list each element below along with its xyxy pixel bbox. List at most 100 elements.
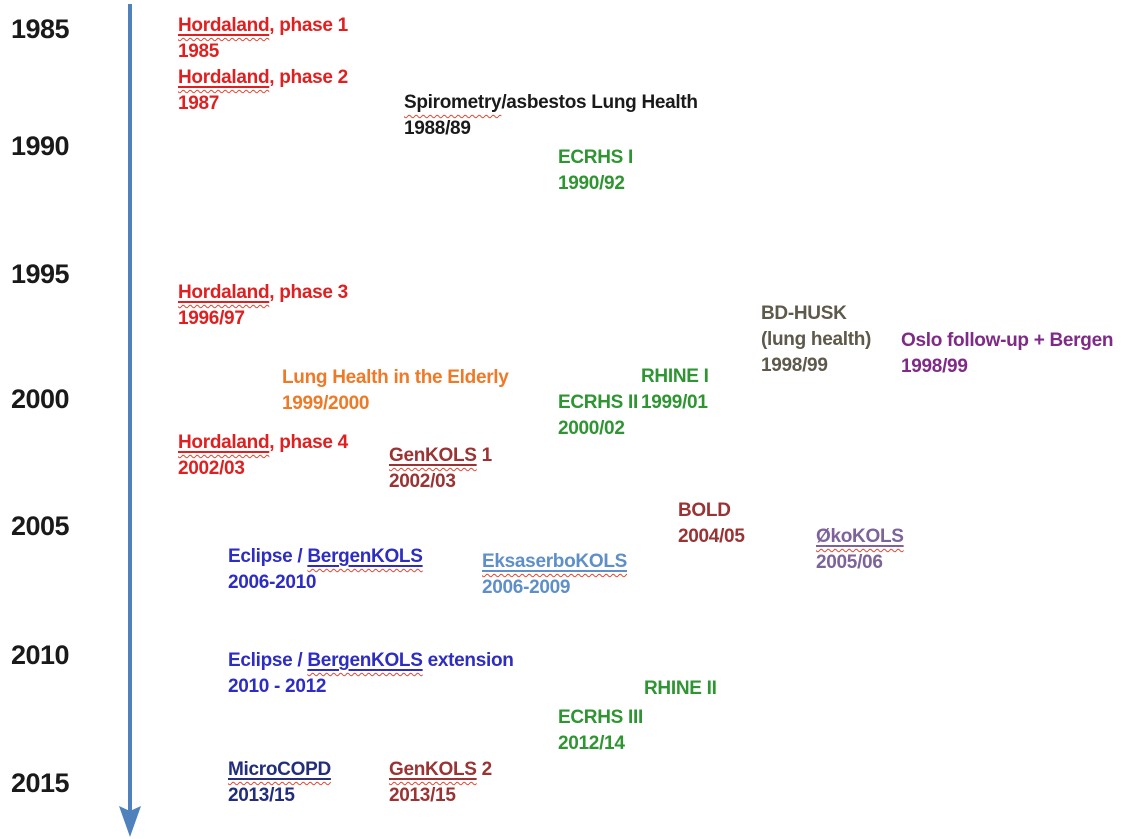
year-label-1990: 1990 bbox=[11, 131, 70, 161]
text-segment: RHINE II bbox=[644, 678, 717, 699]
study-line: Eclipse / BergenKOLS bbox=[228, 544, 423, 570]
study-line: MicroCOPD bbox=[228, 757, 331, 783]
study-line: 1996/97 bbox=[178, 306, 348, 332]
year-label-1995: 1995 bbox=[11, 259, 70, 289]
text-segment: BergenKOLS bbox=[307, 650, 423, 671]
misspelling-squiggle: BergenKOLS bbox=[307, 546, 423, 567]
year-label-2015: 2015 bbox=[11, 768, 70, 798]
study-line: RHINE II bbox=[644, 676, 717, 702]
text-segment: 2004/05 bbox=[678, 526, 745, 547]
text-segment: 1990/92 bbox=[558, 173, 625, 194]
text-segment: 2002/03 bbox=[178, 458, 245, 479]
text-segment: /asbestos Lung Health bbox=[501, 92, 698, 113]
text-segment: ECRHS III bbox=[558, 707, 643, 728]
study-line: 2012/14 bbox=[558, 731, 643, 757]
text-segment: ECRHS II bbox=[558, 392, 638, 413]
misspelling-squiggle: GenKOLS bbox=[389, 759, 477, 780]
study-line: BOLD bbox=[678, 498, 745, 524]
study-line: Lung Health in the Elderly bbox=[282, 365, 509, 391]
study-line: GenKOLS 1 bbox=[389, 443, 492, 469]
study-line: 2004/05 bbox=[678, 524, 745, 550]
text-segment: Hordaland bbox=[178, 15, 270, 36]
text-segment: Spirometry bbox=[404, 92, 502, 113]
text-segment: 1999/2000 bbox=[282, 393, 370, 414]
study-line: 2013/15 bbox=[228, 783, 331, 809]
study-line: 1999/2000 bbox=[282, 391, 509, 417]
text-segment: 2013/15 bbox=[389, 785, 456, 806]
text-segment: , phase 3 bbox=[269, 282, 348, 303]
text-segment: ØkoKOLS bbox=[816, 526, 904, 547]
study-eksaserbokols: EksaserboKOLS 2006-2009 bbox=[482, 549, 627, 601]
text-segment: 1998/99 bbox=[761, 355, 828, 376]
text-segment: , phase 1 bbox=[269, 15, 348, 36]
text-segment: 2006-2009 bbox=[482, 577, 571, 598]
study-line: ECRHS III bbox=[558, 705, 643, 731]
study-line: 1990/92 bbox=[558, 171, 633, 197]
study-ecrhs-ii: ECRHS II 2000/02 bbox=[558, 390, 638, 442]
text-segment: , phase 4 bbox=[269, 432, 348, 453]
study-line: Eclipse / BergenKOLS extension bbox=[228, 648, 514, 674]
text-segment: 2010 - 2012 bbox=[228, 676, 327, 697]
text-segment: 2 bbox=[476, 759, 493, 780]
study-microcopd: MicroCOPD 2013/15 bbox=[228, 757, 331, 809]
text-segment: , phase 2 bbox=[269, 67, 348, 88]
misspelling-squiggle: ØkoKOLS bbox=[816, 526, 904, 547]
misspelling-squiggle: Hordaland bbox=[178, 67, 270, 88]
text-segment: extension bbox=[422, 650, 514, 671]
study-line: Hordaland, phase 4 bbox=[178, 430, 348, 456]
study-line: 2000/02 bbox=[558, 416, 638, 442]
study-ecrhs-i: ECRHS I 1990/92 bbox=[558, 145, 633, 197]
misspelling-squiggle: BergenKOLS bbox=[307, 650, 423, 671]
study-line: 1988/89 bbox=[404, 116, 698, 142]
text-segment: 1996/97 bbox=[178, 308, 245, 329]
text-segment: RHINE I bbox=[641, 366, 709, 387]
year-label-2005: 2005 bbox=[11, 511, 70, 541]
misspelling-squiggle: EksaserboKOLS bbox=[482, 551, 627, 572]
text-segment: EksaserboKOLS bbox=[482, 551, 627, 572]
study-line: 2006-2009 bbox=[482, 575, 627, 601]
study-line: ECRHS II bbox=[558, 390, 638, 416]
text-segment: (lung health) bbox=[761, 329, 872, 350]
study-line: 1998/99 bbox=[761, 353, 871, 379]
study-rhine-ii: RHINE II bbox=[644, 676, 717, 702]
text-segment: ECRHS I bbox=[558, 147, 633, 168]
text-segment: 1 bbox=[476, 445, 493, 466]
study-line: 1985 bbox=[178, 39, 348, 65]
text-segment: 1985 bbox=[178, 41, 220, 62]
text-segment: Eclipse / bbox=[228, 546, 308, 567]
study-ecrhs-iii: ECRHS III 2012/14 bbox=[558, 705, 643, 757]
text-segment: BD-HUSK bbox=[761, 303, 847, 324]
text-segment: Hordaland bbox=[178, 67, 270, 88]
study-line: Hordaland, phase 1 bbox=[178, 13, 348, 39]
study-line: Oslo follow-up + Bergen bbox=[901, 328, 1113, 354]
study-line: ECRHS I bbox=[558, 145, 633, 171]
study-spirometry-asbestos-lung-health: Spirometry/asbestos Lung Health 1988/89 bbox=[404, 90, 698, 142]
misspelling-squiggle: MicroCOPD bbox=[228, 759, 331, 780]
misspelling-squiggle: Hordaland bbox=[178, 15, 270, 36]
misspelling-squiggle: Hordaland bbox=[178, 432, 270, 453]
text-segment: MicroCOPD bbox=[228, 759, 331, 780]
text-segment: Hordaland bbox=[178, 432, 270, 453]
study-line: Hordaland, phase 3 bbox=[178, 280, 348, 306]
text-segment: GenKOLS bbox=[389, 445, 477, 466]
study-line: Hordaland, phase 2 bbox=[178, 65, 348, 91]
study-line: 2002/03 bbox=[389, 469, 492, 495]
study-line: RHINE I bbox=[641, 364, 709, 390]
text-segment: 1987 bbox=[178, 93, 220, 114]
study-line: 2006-2010 bbox=[228, 570, 423, 596]
text-segment: 1998/99 bbox=[901, 356, 968, 377]
study-line: 2010 - 2012 bbox=[228, 674, 514, 700]
study-line: 2013/15 bbox=[389, 783, 492, 809]
timeline-arrow bbox=[119, 4, 141, 837]
year-label-2010: 2010 bbox=[11, 640, 70, 670]
